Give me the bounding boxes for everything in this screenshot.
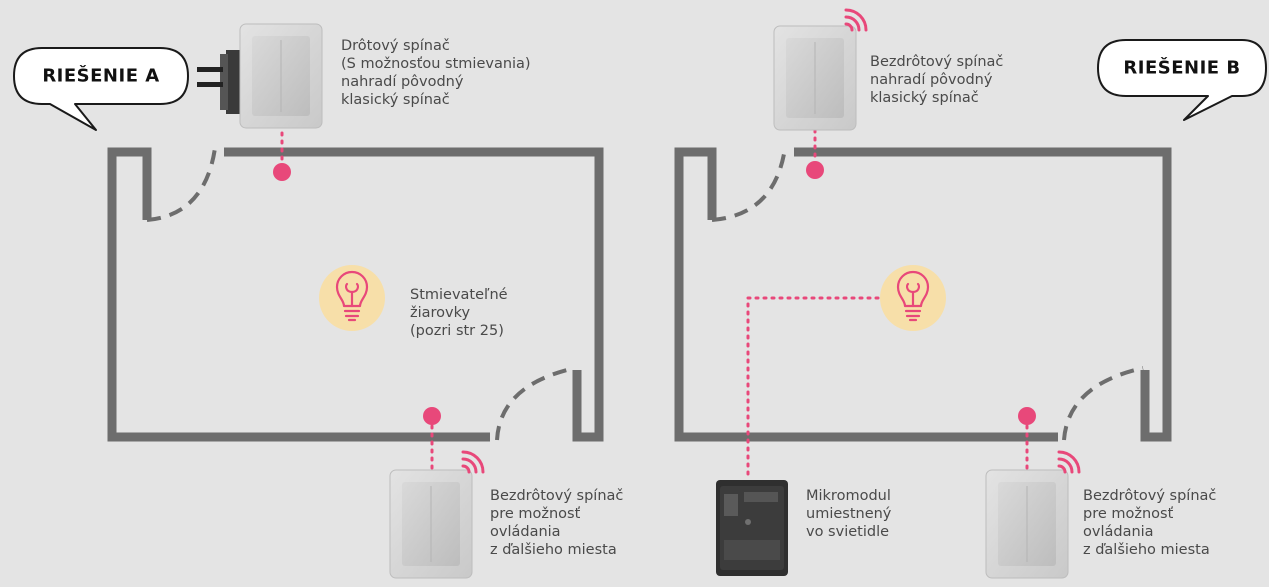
room-a <box>107 123 604 470</box>
micromodule-label: Mikromodul umiestnený vo svietidle <box>806 487 891 541</box>
room-b-wall-top-left <box>674 147 1058 442</box>
bulb-icon <box>319 265 385 331</box>
label-line: pre možnosť <box>490 506 581 522</box>
wired-connector-icon <box>197 50 244 114</box>
room-b-bottom-switch-point <box>1018 407 1036 425</box>
label-line: žiarovky <box>410 305 471 321</box>
wired-switch-a <box>197 23 323 129</box>
label-line: ovládania <box>490 524 561 540</box>
room-a-door-top <box>146 147 217 222</box>
label-line: nahradí pôvodný <box>870 72 993 88</box>
label-line: vo svietidle <box>806 524 890 540</box>
label-line: Bezdrôtový spínač <box>490 488 624 504</box>
wireless-signal-icon <box>461 450 485 474</box>
wireless-switch-b-bottom-label: Bezdrôtový spínač pre možnosť ovládania … <box>1083 487 1216 559</box>
bubble-b <box>1097 39 1267 121</box>
label-line: Bezdrôtový spínač <box>1083 488 1217 504</box>
bubble-a <box>13 47 189 131</box>
label-line: ovládania <box>1083 524 1154 540</box>
wireless-signal-icon <box>844 8 868 32</box>
room-a-wall-right <box>224 147 604 442</box>
label-line: umiestnený <box>806 506 892 522</box>
wireless-switch-a <box>389 450 485 579</box>
label-line: Drôtový spínač <box>341 38 450 54</box>
room-b-wall-right <box>794 147 1172 442</box>
label-line: klasický spínač <box>870 90 979 106</box>
wireless-switch-b-top-label: Bezdrôtový spínač nahradí pôvodný klasic… <box>870 53 1003 107</box>
label-line: Bezdrôtový spínač <box>870 54 1004 70</box>
room-b-door-bottom <box>1062 366 1144 441</box>
room-a-bottom-switch-point <box>423 407 441 425</box>
room-b-top-switch-point <box>806 161 824 179</box>
wireless-switch-b-bottom <box>985 450 1081 579</box>
room-b-door-top <box>711 147 787 222</box>
room-a-door-bottom <box>495 366 576 441</box>
room-b-module-link <box>746 296 880 480</box>
label-line: Mikromodul <box>806 488 891 504</box>
label-line: (S možnosťou stmievania) <box>341 56 531 72</box>
wireless-signal-icon <box>1057 450 1081 474</box>
bulbs-label: Stmievateľné žiarovky (pozri str 25) <box>410 286 508 340</box>
bulb-icon <box>880 265 946 331</box>
label-line: klasický spínač <box>341 92 450 108</box>
solution-b-title: RIEŠENIE B <box>1123 57 1241 79</box>
wired-switch-a-label: Drôtový spínač (S možnosťou stmievania) … <box>341 37 531 109</box>
label-line: z ďalšieho miesta <box>490 542 617 558</box>
room-a-top-switch-point <box>273 163 291 181</box>
label-line: (pozri str 25) <box>410 323 504 339</box>
label-line: pre možnosť <box>1083 506 1174 522</box>
micromodule <box>716 480 788 576</box>
wireless-switch-a-label: Bezdrôtový spínač pre možnosť ovládania … <box>490 487 623 559</box>
room-b <box>674 128 1172 480</box>
label-line: Stmievateľné <box>410 287 508 303</box>
solution-a-title: RIEŠENIE A <box>42 65 160 87</box>
label-line: z ďalšieho miesta <box>1083 542 1210 558</box>
label-line: nahradí pôvodný <box>341 74 464 90</box>
room-a-wall-top-left <box>107 147 490 442</box>
wireless-switch-b-top <box>773 8 868 131</box>
